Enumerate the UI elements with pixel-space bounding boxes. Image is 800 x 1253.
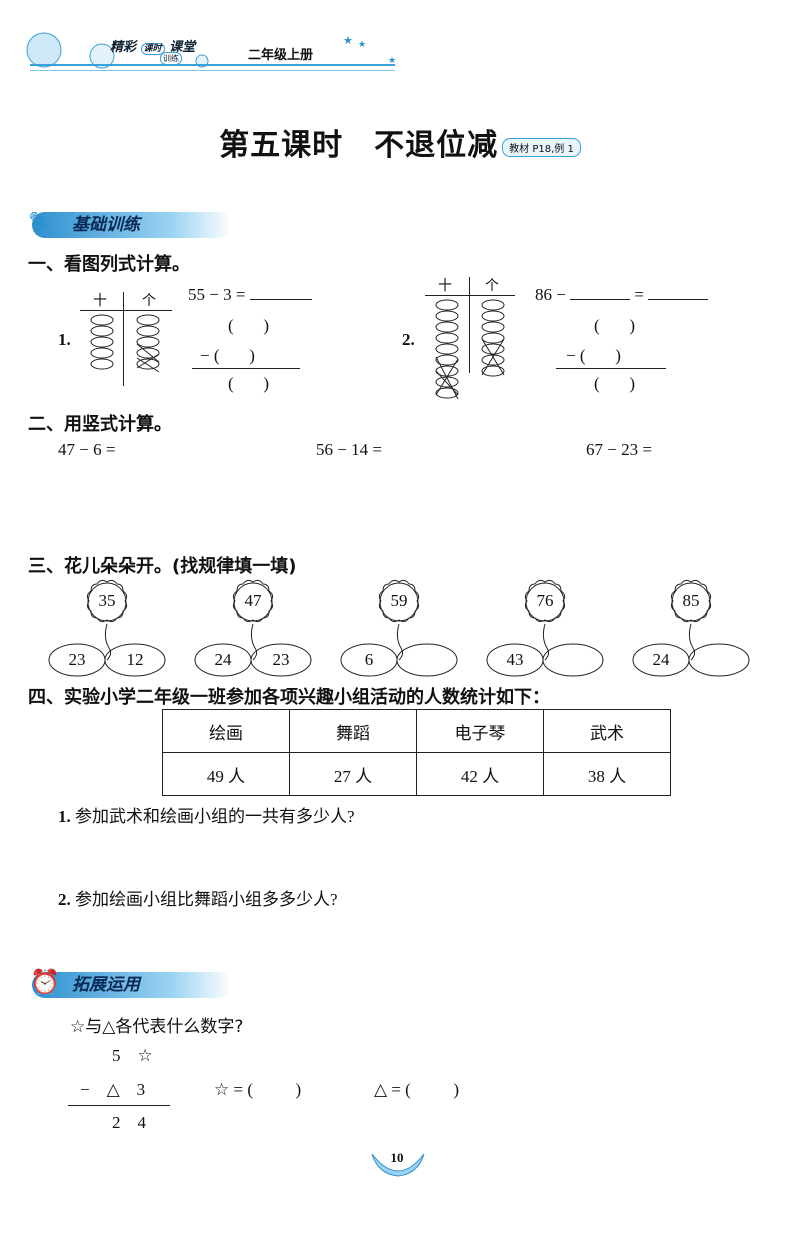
page-number: 10 [390, 1150, 404, 1165]
stats-table: 绘画 舞蹈 电子琴 武术 49 人 27 人 42 人 38 人 [162, 709, 671, 796]
table-row: 49 人 27 人 42 人 38 人 [162, 752, 671, 796]
question-3-heading: 三、花儿朵朵开。(找规律填一填) [28, 556, 297, 577]
flower-center-number: 85 [682, 591, 700, 610]
ones-beads [136, 314, 160, 373]
flower: 85 24 [631, 576, 751, 680]
table-cell: 49 人 [162, 752, 290, 796]
puzzle-row-1: 5 ☆ [112, 1046, 153, 1065]
flower-center-number: 47 [244, 591, 262, 610]
flower: 35 23 12 [47, 576, 167, 680]
triangle-answer[interactable]: △ = ( ) [374, 1080, 459, 1099]
vertical-row-2[interactable]: − ( ) [200, 346, 255, 365]
table-header-cell: 武术 [543, 709, 671, 753]
table-header-cell: 绘画 [162, 709, 290, 753]
vertical-row-1[interactable]: ( ) [594, 316, 636, 335]
header-circles-decoration [26, 32, 209, 69]
vertical-rule [192, 368, 300, 369]
sub-question-2: 2. 参加绘画小组比舞蹈小组多多少人? [58, 890, 338, 909]
page-number-ornament [371, 1153, 425, 1177]
flower-left-leaf-number[interactable]: 23 [68, 650, 86, 669]
flower-drawing [48, 579, 166, 677]
answer-blank[interactable] [249, 283, 312, 300]
vertical-rule [556, 368, 666, 369]
star-icon: ★ [358, 40, 367, 50]
abacus-1: 十 个 [80, 290, 175, 390]
question-2-heading: 二、用竖式计算。 [28, 414, 172, 435]
flower-drawing [632, 579, 750, 677]
flower-drawing [194, 579, 312, 677]
flower-center-number: 59 [390, 591, 408, 610]
answer-blank[interactable] [648, 283, 709, 300]
section-banner-extension: 拓展运用 [32, 972, 232, 998]
table-header-row: 绘画 舞蹈 电子琴 武术 [162, 709, 671, 753]
pencil-icon: ✎ [28, 207, 49, 235]
puzzle-row-2: − △ 3 [80, 1080, 146, 1099]
flower-center-number: 35 [98, 591, 116, 610]
vertical-calc-3: 67 − 23 = [586, 440, 652, 459]
textbook-reference: 教材 P18,例 1 [502, 137, 581, 157]
flower: 47 24 23 [193, 576, 313, 680]
header-bar: 精彩 课时 课堂 训练 二年级上册 ★ ★ ★ [0, 0, 800, 80]
vertical-row-3[interactable]: ( ) [228, 374, 270, 393]
flower-left-leaf-number[interactable]: 24 [652, 650, 670, 669]
clock-icon: ⏰ [30, 968, 60, 996]
problem-1-equation: 55 − 3 = [188, 283, 312, 305]
flower-drawing [486, 579, 604, 677]
star-answer[interactable]: ☆ = ( ) [214, 1080, 302, 1099]
page-title: 第五课时 不退位减教材 P18,例 1 [0, 120, 800, 164]
table-cell: 38 人 [543, 752, 671, 796]
problem-2-number: 2. [402, 330, 415, 349]
vertical-calc-2: 56 − 14 = [316, 440, 382, 459]
vertical-calc-1: 47 − 6 = [58, 440, 116, 459]
flower: 76 43 [485, 576, 605, 680]
table-header-cell: 舞蹈 [289, 709, 417, 753]
puzzle-row-3: 2 4 [112, 1113, 146, 1132]
table-header-cell: 电子琴 [416, 709, 544, 753]
vertical-row-3[interactable]: ( ) [594, 374, 636, 393]
answer-blank[interactable] [570, 283, 631, 300]
flower-left-leaf-number[interactable]: 43 [506, 650, 524, 669]
abacus-2: 十 个 [425, 275, 520, 405]
star-icon: ★ [388, 56, 397, 66]
section-banner-basic: 基础训练 [32, 212, 232, 238]
table-cell: 27 人 [289, 752, 417, 796]
problem-2-equation: 86 − = [535, 283, 709, 305]
flower-right-leaf-number[interactable]: 12 [126, 650, 144, 669]
tens-beads [435, 299, 459, 400]
problem-1-number: 1. [58, 330, 71, 349]
flower-center-number: 76 [536, 591, 554, 610]
vertical-row-2[interactable]: − ( ) [566, 346, 621, 365]
header-rule-thin [30, 70, 395, 71]
flower-left-leaf-number[interactable]: 6 [364, 650, 374, 669]
series-name: 精彩 课时 课堂 [110, 40, 196, 55]
ones-beads [481, 299, 505, 377]
extension-question: ☆与△各代表什么数字? [70, 1017, 244, 1037]
flower-right-leaf-number[interactable]: 23 [272, 650, 290, 669]
question-4-heading: 四、实验小学二年级一班参加各项兴趣小组活动的人数统计如下： [28, 687, 550, 708]
vertical-row-1[interactable]: ( ) [228, 316, 270, 335]
header-rule [30, 64, 395, 66]
tens-beads [90, 314, 114, 370]
table-cell: 42 人 [416, 752, 544, 796]
star-icon: ★ [343, 34, 353, 47]
grade-label: 二年级上册 [248, 48, 314, 63]
flower-drawing [340, 579, 458, 677]
flower-left-leaf-number[interactable]: 24 [214, 650, 232, 669]
flower: 59 6 [339, 576, 459, 680]
puzzle-rule [68, 1105, 170, 1106]
question-1-heading: 一、看图列式计算。 [28, 254, 190, 275]
sub-question-1: 1. 参加武术和绘画小组的一共有多少人? [58, 807, 355, 826]
